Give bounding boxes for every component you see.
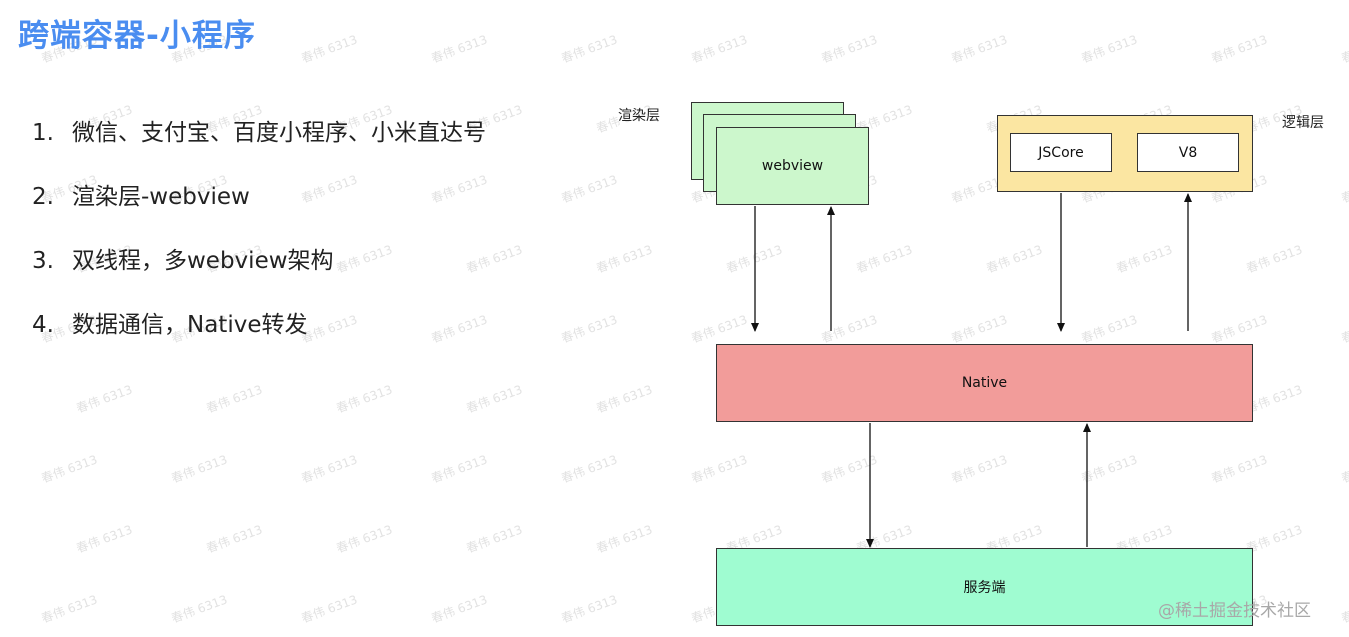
list-item-number: 1. bbox=[32, 120, 54, 146]
list-item: 4. 数据通信，Native转发 bbox=[32, 310, 492, 341]
jscore-label: JSCore bbox=[1038, 144, 1084, 161]
server-box: 服务端 bbox=[716, 548, 1253, 626]
jscore-box: JSCore bbox=[1010, 133, 1112, 172]
list-item: 2. 渲染层-webview bbox=[32, 182, 492, 213]
bullet-list: 1. 微信、支付宝、百度小程序、小米直达号 2. 渲染层-webview 3. … bbox=[32, 118, 492, 374]
list-item-number: 4. bbox=[32, 312, 54, 338]
brand-watermark: @稀土掘金技术社区 bbox=[1158, 601, 1311, 621]
list-item-text: 数据通信，Native转发 bbox=[72, 312, 308, 338]
list-item-number: 3. bbox=[32, 248, 54, 274]
native-box: Native bbox=[716, 344, 1253, 422]
native-label: Native bbox=[961, 375, 1008, 391]
list-item-number: 2. bbox=[32, 184, 54, 210]
v8-box: V8 bbox=[1137, 133, 1239, 172]
list-item-text: 双线程，多webview架构 bbox=[72, 248, 334, 274]
list-item-text: 微信、支付宝、百度小程序、小米直达号 bbox=[72, 120, 486, 146]
logic-layer-label: 逻辑层 bbox=[1282, 115, 1324, 131]
render-layer-label: 渲染层 bbox=[618, 108, 660, 124]
list-item: 1. 微信、支付宝、百度小程序、小米直达号 bbox=[32, 118, 492, 149]
list-item: 3. 双线程，多webview架构 bbox=[32, 246, 492, 277]
list-item-text: 渲染层-webview bbox=[72, 184, 250, 210]
server-label: 服务端 bbox=[963, 580, 1006, 596]
webview-label: webview bbox=[761, 158, 824, 174]
page-title: 跨端容器-小程序 bbox=[18, 18, 256, 54]
v8-label: V8 bbox=[1178, 144, 1198, 161]
webview-box: webview bbox=[716, 127, 869, 205]
